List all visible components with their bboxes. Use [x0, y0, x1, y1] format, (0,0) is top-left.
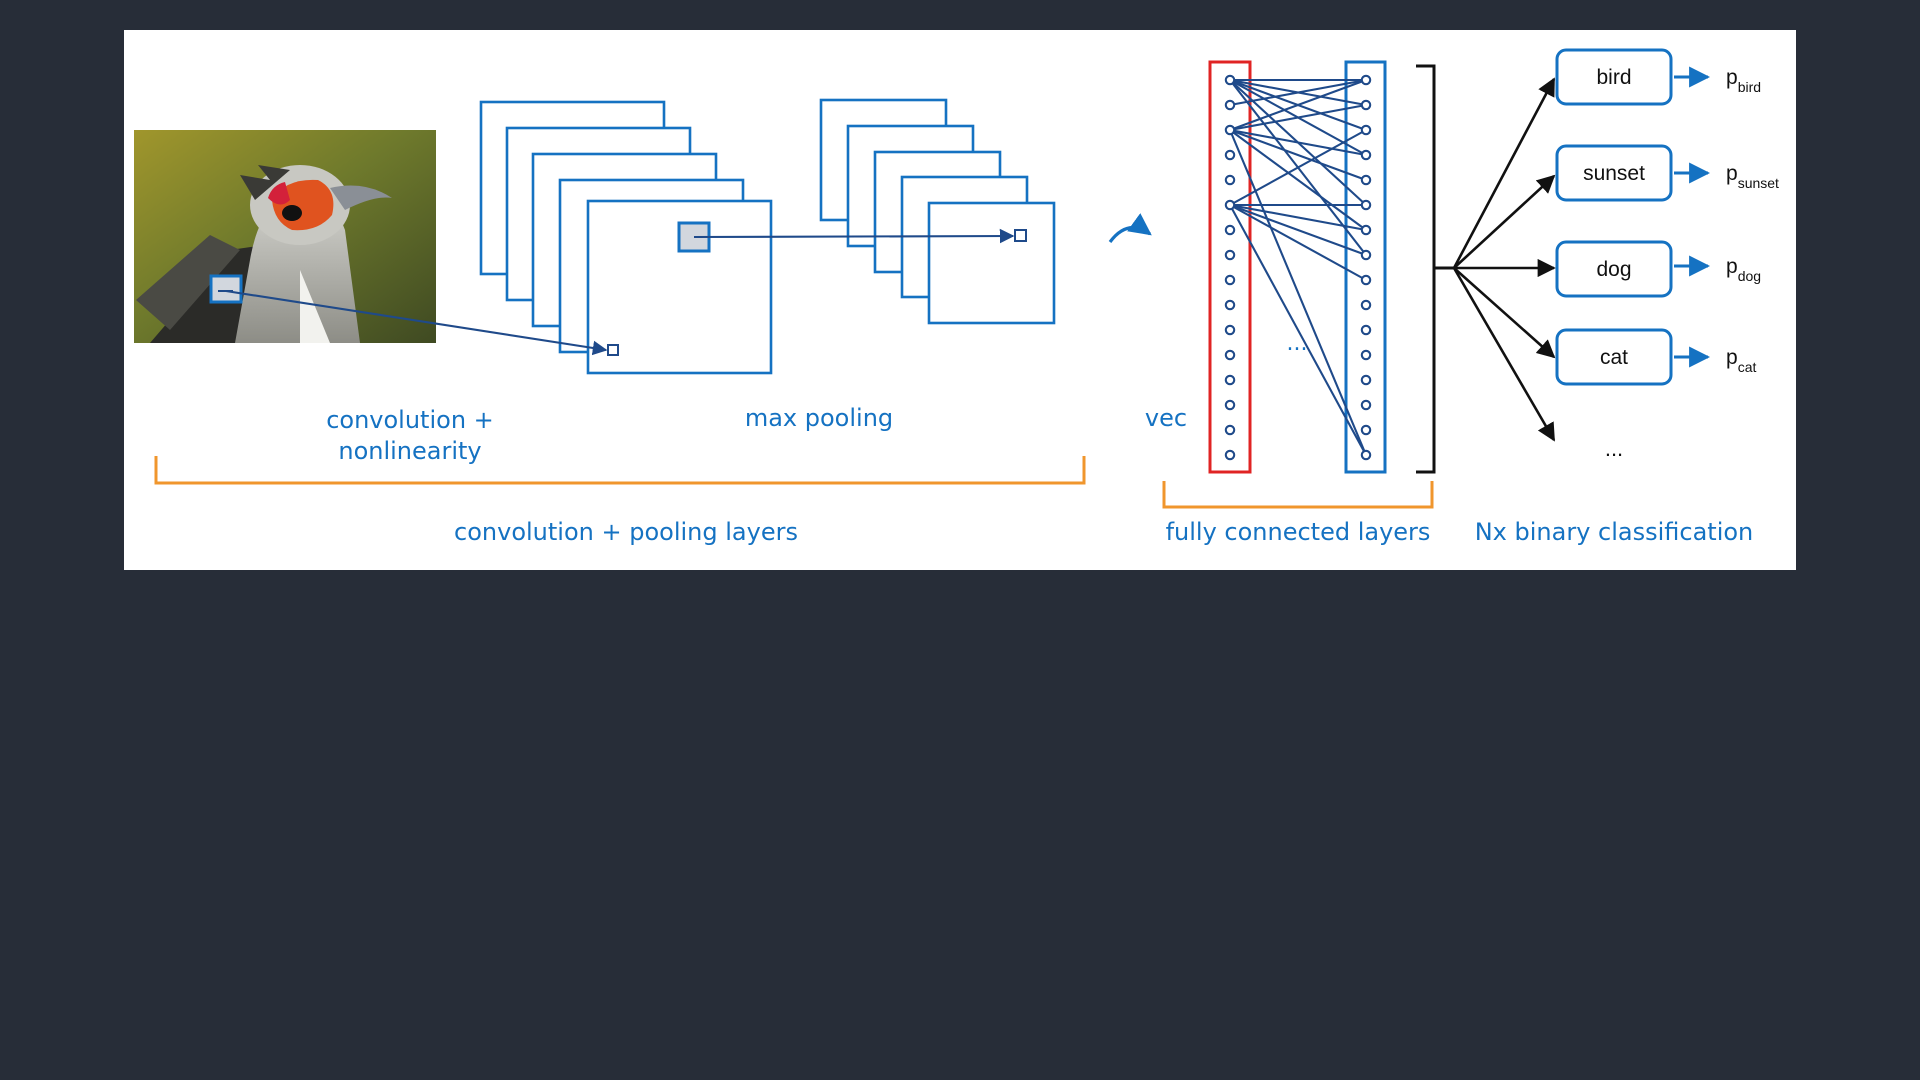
hidden-node-7 [1362, 251, 1370, 259]
vec-node-9 [1226, 301, 1234, 309]
bird-photo [134, 130, 436, 343]
label-max-pooling: max pooling [745, 404, 893, 432]
hidden-node-2 [1362, 126, 1370, 134]
class-label-dog: dog [1596, 258, 1631, 281]
class-box-cat: cat [1557, 330, 1671, 384]
vec-node-6 [1226, 226, 1234, 234]
vec-node-0 [1226, 76, 1234, 84]
class-box-dog: dog [1557, 242, 1671, 296]
conv-output-cell [608, 345, 618, 355]
more-classes-ellipsis: ... [1605, 436, 1623, 461]
hidden-node-12 [1362, 376, 1370, 384]
label-convolution: convolution + [326, 406, 494, 434]
group-label-fully-connected: fully connected layers [1166, 518, 1431, 546]
pool-output-cell [1015, 230, 1026, 241]
hidden-node-10 [1362, 326, 1370, 334]
class-label-bird: bird [1596, 66, 1631, 89]
vec-node-4 [1226, 176, 1234, 184]
group-label-classification: Nx binary classification [1475, 518, 1754, 546]
hidden-node-9 [1362, 301, 1370, 309]
vec-node-14 [1226, 426, 1234, 434]
hidden-node-14 [1362, 426, 1370, 434]
hidden-node-1 [1362, 101, 1370, 109]
hidden-node-15 [1362, 451, 1370, 459]
vec-node-10 [1226, 326, 1234, 334]
hidden-node-13 [1362, 401, 1370, 409]
hidden-node-11 [1362, 351, 1370, 359]
hidden-node-5 [1362, 201, 1370, 209]
class-label-cat: cat [1600, 346, 1628, 369]
hidden-node-4 [1362, 176, 1370, 184]
vec-node-1 [1226, 101, 1234, 109]
vec-node-7 [1226, 251, 1234, 259]
vec-node-3 [1226, 151, 1234, 159]
label-nonlinearity: nonlinearity [338, 437, 481, 465]
vec-node-12 [1226, 376, 1234, 384]
group-label-conv-pooling: convolution + pooling layers [454, 518, 798, 546]
pool-arrow [694, 236, 1013, 237]
vec-node-11 [1226, 351, 1234, 359]
vec-node-2 [1226, 126, 1234, 134]
vec-node-13 [1226, 401, 1234, 409]
vec-node-8 [1226, 276, 1234, 284]
label-vec: vec [1145, 404, 1187, 432]
hidden-node-8 [1362, 276, 1370, 284]
vec-node-5 [1226, 201, 1234, 209]
receptive-field-box [211, 276, 241, 302]
hidden-node-6 [1362, 226, 1370, 234]
class-box-sunset: sunset [1557, 146, 1671, 200]
hidden-node-3 [1362, 151, 1370, 159]
vec-node-15 [1226, 451, 1234, 459]
class-box-bird: bird [1557, 50, 1671, 104]
fc-ellipsis: ... [1287, 331, 1308, 356]
class-label-sunset: sunset [1583, 162, 1645, 185]
hidden-node-0 [1362, 76, 1370, 84]
